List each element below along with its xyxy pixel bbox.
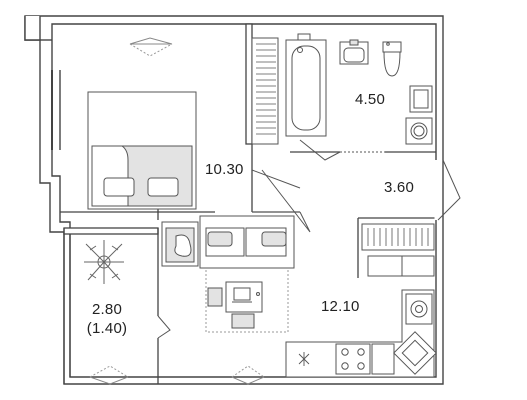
hallway-wardrobe xyxy=(361,223,435,277)
loggia-label: 2.80 (1.40) xyxy=(80,300,134,338)
exterior-walls xyxy=(24,15,444,385)
room-area-loggia-reduced: (1.40) xyxy=(86,320,128,337)
wardrobe xyxy=(251,37,279,145)
bed xyxy=(87,91,197,210)
plant xyxy=(84,240,124,284)
bathtub xyxy=(285,33,327,137)
kitchen-counter xyxy=(285,289,437,378)
room-area-hallway: 3.60 xyxy=(384,179,414,196)
doors xyxy=(157,139,461,339)
window-markers xyxy=(89,37,265,385)
room-area-bedroom: 10.30 xyxy=(205,161,244,178)
washing-machine xyxy=(405,117,433,145)
bath-shelf xyxy=(409,85,433,113)
room-area-kitchen-living: 12.10 xyxy=(321,298,360,315)
dimension-markers xyxy=(89,43,265,378)
room-area-loggia: 2.80 xyxy=(92,301,122,318)
toilet xyxy=(382,41,402,77)
living-furniture xyxy=(161,215,295,333)
room-area-bathroom: 4.50 xyxy=(355,91,385,108)
sink xyxy=(339,39,369,65)
